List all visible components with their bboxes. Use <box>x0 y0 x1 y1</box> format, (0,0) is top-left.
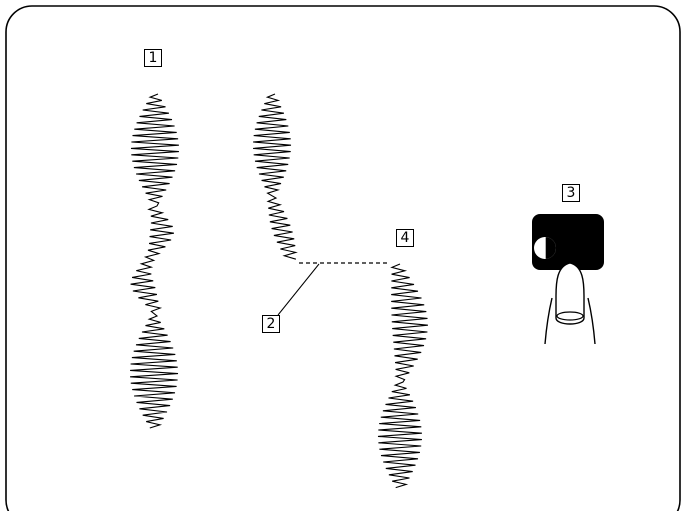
reverse-stitch-button-icon <box>532 214 604 270</box>
stitch-path-right-lower <box>378 264 428 488</box>
callout-4-label: 4 <box>396 229 414 247</box>
stitch-path-right-upper <box>253 94 296 259</box>
callout-2-leader <box>278 264 319 315</box>
stitch-seam-right <box>253 94 428 488</box>
callout-2-label: 2 <box>262 315 280 333</box>
stitch-seam-left <box>130 94 179 428</box>
stitch-path-left <box>130 94 179 428</box>
finger-press-icon <box>545 263 595 344</box>
callout-3-label: 3 <box>562 184 580 202</box>
callout-1-label: 1 <box>144 49 162 67</box>
